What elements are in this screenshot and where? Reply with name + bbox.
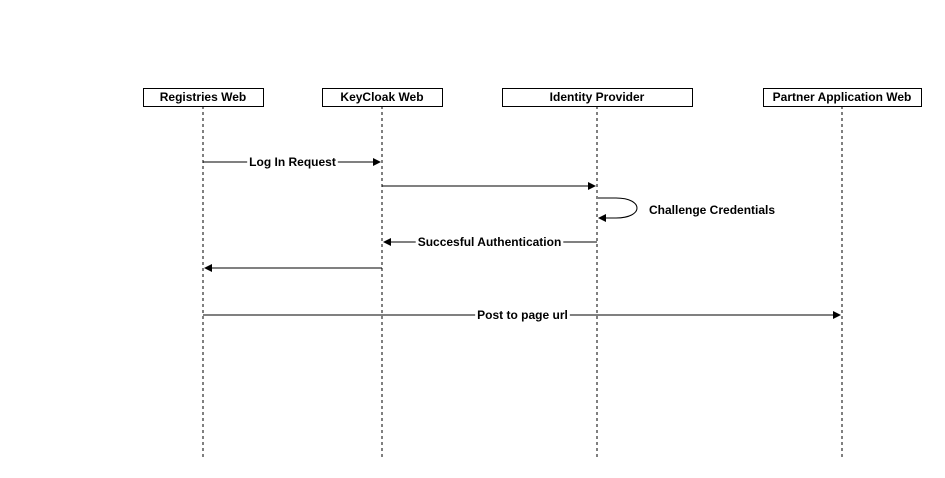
identity-provider-box: [502, 88, 693, 107]
message-3-arrowhead: [598, 214, 606, 222]
participant-partner-application-web: Partner Application Web: [763, 88, 922, 107]
message-5: [204, 264, 382, 272]
registries-web-label: Registries Web: [160, 90, 246, 104]
message-2: [382, 182, 596, 190]
participant-identity-provider: Identity Provider: [502, 88, 693, 107]
message-6: Post to page url: [203, 308, 841, 322]
partner-application-web-label: Partner Application Web: [773, 90, 912, 104]
message-3-line: [598, 197, 638, 219]
message-1-label-bg: [247, 155, 338, 169]
message-1-arrowhead: [373, 158, 381, 166]
participant-registries-web: Registries Web: [143, 88, 264, 107]
registries-web-box: [143, 88, 264, 107]
message-5-arrowhead: [204, 264, 212, 272]
message-2-arrowhead: [588, 182, 596, 190]
message-4: Succesful Authentication: [383, 235, 597, 249]
message-6-label-bg: [475, 308, 570, 322]
message-4-label-bg: [415, 235, 564, 249]
message-4-arrowhead: [383, 238, 391, 246]
message-6-arrowhead: [833, 311, 841, 319]
keycloak-web-label: KeyCloak Web: [340, 90, 423, 104]
keycloak-web-box: [322, 88, 443, 107]
message-6-label: Post to page url: [477, 308, 568, 322]
message-1: Log In Request: [203, 155, 381, 169]
message-3-label: Challenge Credentials: [649, 203, 775, 217]
message-4-label: Succesful Authentication: [418, 235, 562, 249]
participant-keycloak-web: KeyCloak Web: [322, 88, 443, 107]
message-1-label: Log In Request: [249, 155, 336, 169]
message-3: Challenge Credentials: [598, 197, 775, 222]
identity-provider-label: Identity Provider: [550, 90, 645, 104]
partner-application-web-box: [763, 88, 922, 107]
